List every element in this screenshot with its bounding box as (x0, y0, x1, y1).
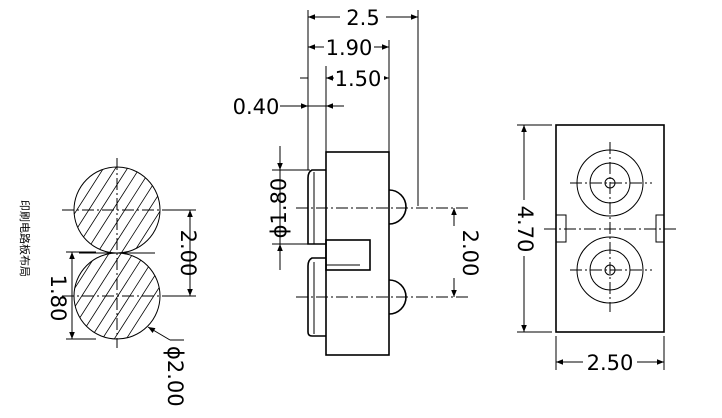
pad-bottom (73, 252, 161, 340)
pcb-spacing-label: 1.80 (46, 275, 70, 322)
overall-length-label: 2.5 (346, 6, 379, 30)
front-view: 4.70 2.50 (513, 124, 676, 375)
side-pitch-label: 2.00 (458, 230, 482, 277)
pcb-hole-diameter-label: ϕ2.00 (163, 346, 187, 407)
body-offset-label: 1.50 (335, 67, 382, 91)
side-view: 2.5 1.90 1.50 0.40 (233, 5, 482, 356)
width-label: 2.50 (587, 351, 634, 375)
lead-thickness-label: 0.40 (233, 95, 280, 119)
height-label: 4.70 (513, 206, 537, 253)
pcb-footprint: 印刷电路板布局 2.00 1.80 ϕ2.00 (18, 158, 200, 407)
pcb-layout-caption: 印刷电路板布局 (18, 200, 32, 277)
dome-offset-label: 1.90 (326, 36, 373, 60)
lead-diameter-label: ϕ1.80 (267, 178, 291, 239)
pcb-pitch-label: 2.00 (176, 230, 200, 277)
